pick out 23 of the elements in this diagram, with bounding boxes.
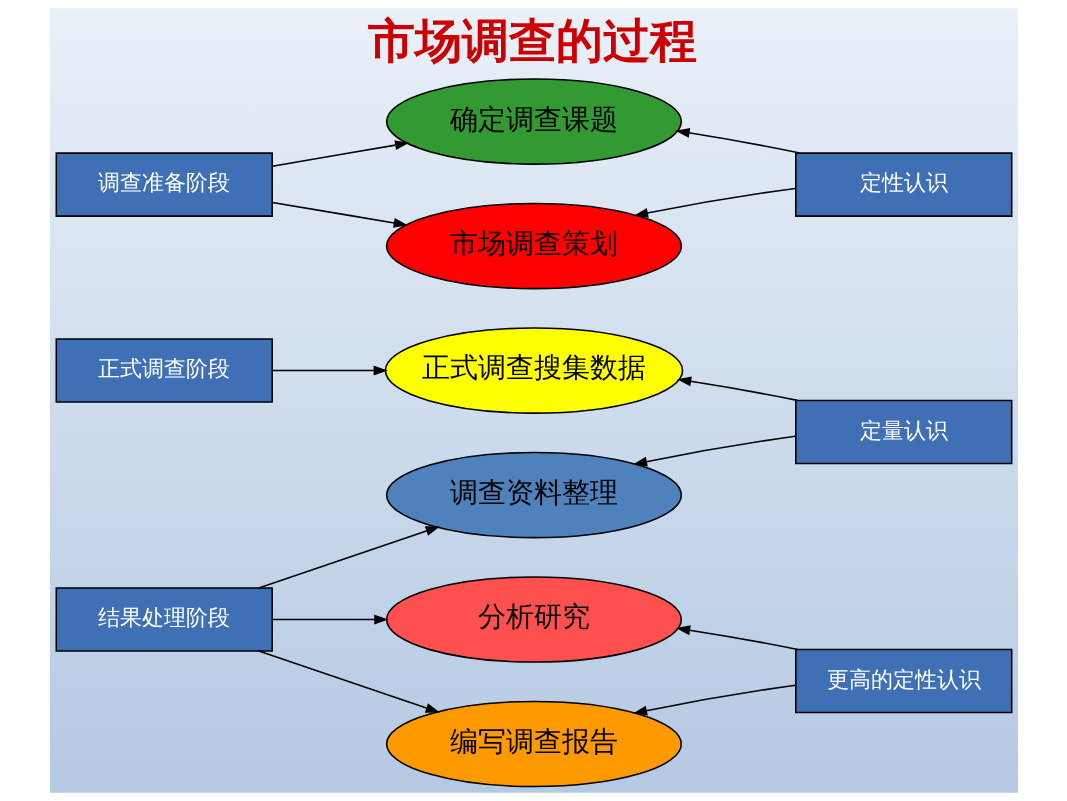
node-ellipse: 确定调查课题 [385,78,682,165]
arrow [632,435,796,467]
node-box: 调查准备阶段 [55,152,273,217]
arrow [271,201,408,228]
arrow [257,650,440,713]
arrow [632,684,796,716]
arrow [674,127,801,154]
node-box: 结果处理阶段 [55,587,273,652]
node-ellipse: 分析研究 [385,576,682,663]
arrow [271,140,409,168]
arrow [257,526,440,589]
node-box: 定性认识 [794,152,1012,217]
node-ellipse: 市场调查策划 [385,202,682,290]
node-box: 更高的定性认识 [794,648,1012,714]
node-ellipse: 正式调查搜集数据 [384,327,683,414]
node-box: 定量认识 [794,399,1012,465]
node-box: 正式调查阶段 [55,338,273,403]
arrow [633,187,796,218]
arrow [271,365,388,376]
diagram-title: 市场调查的过程 [367,12,697,68]
arrow [271,614,388,625]
arrow [675,625,799,651]
arrow [676,376,798,402]
